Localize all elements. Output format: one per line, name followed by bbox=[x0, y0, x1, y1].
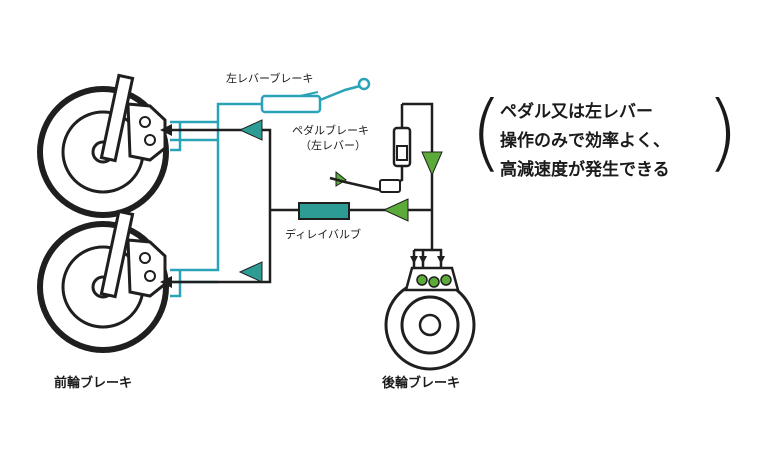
note-right-paren: ) bbox=[706, 83, 739, 181]
note-left-paren: ( bbox=[470, 83, 503, 181]
note-line-2: 操作のみで効率よく、 bbox=[500, 131, 670, 151]
teal-flow-arrows bbox=[238, 119, 263, 283]
rear-wheel bbox=[384, 256, 476, 371]
green-flow-arrows bbox=[335, 151, 443, 222]
note-text: ペダル又は左レバー 操作のみで効率よく、 高減速度が発生できる bbox=[500, 98, 700, 185]
front-brake-label: 前輪ブレーキ bbox=[54, 376, 133, 391]
front-bottom-wheel bbox=[37, 209, 169, 353]
delay-valve bbox=[298, 202, 350, 220]
front-caliper-arrows bbox=[160, 124, 172, 288]
main-brake-lines bbox=[170, 102, 443, 284]
note-line-3: 高減速度が発生できる bbox=[500, 160, 670, 180]
front-top-wheel bbox=[37, 73, 169, 218]
left-lever bbox=[260, 77, 371, 114]
pedal-brake-label: ペダルブレーキ bbox=[292, 124, 369, 137]
left-lever-brake-label: 左レバーブレーキ bbox=[226, 72, 314, 85]
delay-valve-label: ディレイバルブ bbox=[285, 228, 362, 241]
pedal-brake-sublabel: （左レバー） bbox=[300, 139, 366, 152]
pedal-master-cylinder bbox=[329, 126, 412, 193]
note-line-1: ペダル又は左レバー bbox=[500, 102, 653, 122]
rear-brake-label: 後輪ブレーキ bbox=[382, 376, 461, 391]
